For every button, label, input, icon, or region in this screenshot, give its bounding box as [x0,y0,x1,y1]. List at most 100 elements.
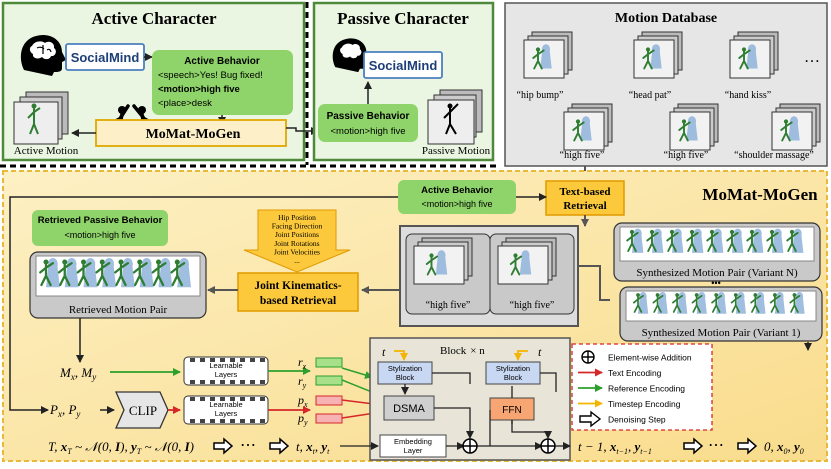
joint-kinematics-retrieval-box [237,272,359,312]
text-retrieval-line-1: Text-based [560,186,611,198]
addition-icon-2 [540,438,556,454]
px-token [315,395,343,406]
synth-variant-1-figures [632,292,805,314]
motion-clip-2 [633,31,683,79]
state-t-minus-1: t − 1, xt−1, yt−1 [578,439,652,456]
svg-text:DSMA: DSMA [393,403,425,415]
motion-figure-pair [76,257,98,288]
rx-token [315,357,343,368]
motion-figure-pair [151,257,173,288]
motion-figure-pair [730,292,746,314]
passive-behavior-line: <motion>high five [331,126,406,137]
kinematic-feature: Hip Position [278,213,316,222]
motion-database-clip-label: “head pat” [629,90,671,101]
kinematic-feature: Joint Rotations [274,239,319,248]
kinematic-feature: Joint Velocities [274,247,320,256]
addition-icon-1 [462,438,478,454]
kinematic-feature: Joint Positions [275,230,319,239]
kinematic-features-arrow [243,209,351,273]
active-momat-box [95,119,287,147]
state-t: t, xt, yt [296,439,330,456]
denoise-arrow-1 [213,437,234,455]
active-character-title: Active Character [91,9,217,28]
retrieved-motion-pair-label: Retrieved Motion Pair [69,304,168,316]
motion-database-clip-label: “high five” [664,150,709,161]
block-label: Block× n [440,345,485,357]
motion-database-ellipsis: … [804,49,820,66]
svg-text:Layers: Layers [215,409,238,418]
motion-figure-pair [666,228,684,253]
ry-label: ry [298,374,307,390]
motion-figure-pair [726,228,744,253]
py-label: py [297,411,308,427]
motion-figure-pair [769,292,786,314]
legend-item: Timestep Encoding [578,399,681,409]
motion-figure-pair [95,257,117,288]
dsma-block [383,395,435,421]
motion-figure-pair [170,257,192,288]
kinematic-retrieval-line-2: based Retrieval [260,295,336,307]
candidate-clip-box: “high five” [489,233,575,315]
motion-database-clip-label: “hand kiss” [725,90,771,101]
px-label: px [297,393,308,409]
legend-label: Timestep Encoding [608,399,681,409]
retrieved-passive-behavior-title: Retrieved Passive Behavior [38,215,163,226]
text-retrieval-line-2: Retrieval [563,200,606,212]
motion-database-title: Motion Database [615,11,717,26]
momat-active-behavior-title: Active Behavior [421,185,493,196]
block-t-right: t [538,345,542,359]
motion-figure-pair [57,257,79,288]
legend-item: Denoising Step [579,410,666,428]
active-behavior-line-1: <speech>Yes! Bug fixed! [158,70,263,81]
passive-socialmind-brain-icon [332,38,370,73]
passive-socialmind-label: SocialMind [369,58,438,73]
socialmind-brain-icon [20,34,66,76]
svg-text:Embedding: Embedding [394,437,432,446]
motion-clip-1 [523,31,573,79]
motion-figure-pair [646,228,664,253]
passive-behavior-title: Passive Behavior [327,111,410,122]
active-motion-caption: Active Motion [14,145,79,157]
block-t-left: t [382,345,386,359]
motion-clip-candidate-2 [497,237,557,285]
svg-text:Layer: Layer [404,446,423,455]
motion-figure-pair [711,292,727,314]
svg-text:Learnable: Learnable [209,400,242,409]
ry-token [315,375,343,386]
denoise-arrow-4 [737,437,758,455]
motion-figure-pair [750,292,766,314]
motion-database-clip-label: “shoulder massage” [734,150,814,161]
synth-variant-n-label: Synthesized Motion Pair (Variant N) [636,267,798,279]
legend-item: Text Encoding [578,368,662,378]
svg-text:Stylization: Stylization [496,364,530,373]
rx-label: rx [298,355,307,371]
passive-character-title: Passive Character [337,9,469,28]
motion-figure-pair [691,292,707,314]
active-behavior-line-3: <place>desk [158,98,212,109]
motion-clip-4 [563,103,613,151]
active-behavior-title: Active Behavior [184,56,260,67]
motion-figure-pair [39,257,60,288]
motion-figure-pair [672,292,688,314]
synth-dots: ••• [711,278,720,288]
end-state: 0, x0, y0 [764,439,804,456]
kinematic-feature: Facing Direction [272,222,323,231]
momat-active-behavior-box [398,180,516,214]
denoise-arrow-3 [683,437,704,455]
start-state: T, xT ~ 𝒩(0, I), yT ~ 𝒩(0, I) [48,439,194,456]
legend-label: Text Encoding [608,368,662,378]
kinematic-feature: ... [294,256,300,265]
motion-figure-pair [766,228,784,253]
kinematic-retrieval-line-1: Joint Kinematics- [254,280,341,292]
motion-clip-5 [669,103,719,151]
clip-label: CLIP [129,403,157,418]
motion-figure-pair [786,228,804,253]
motion-figure-pair [686,228,704,253]
motion-clip-6 [771,103,821,151]
active-socialmind-label: SocialMind [71,50,140,65]
legend-label: Denoising Step [608,415,666,425]
motion-database-clips: “hip bump”“head pat”“hand kiss”“high fiv… [517,31,821,161]
active-behavior-line-2: <motion>high five [158,84,240,95]
